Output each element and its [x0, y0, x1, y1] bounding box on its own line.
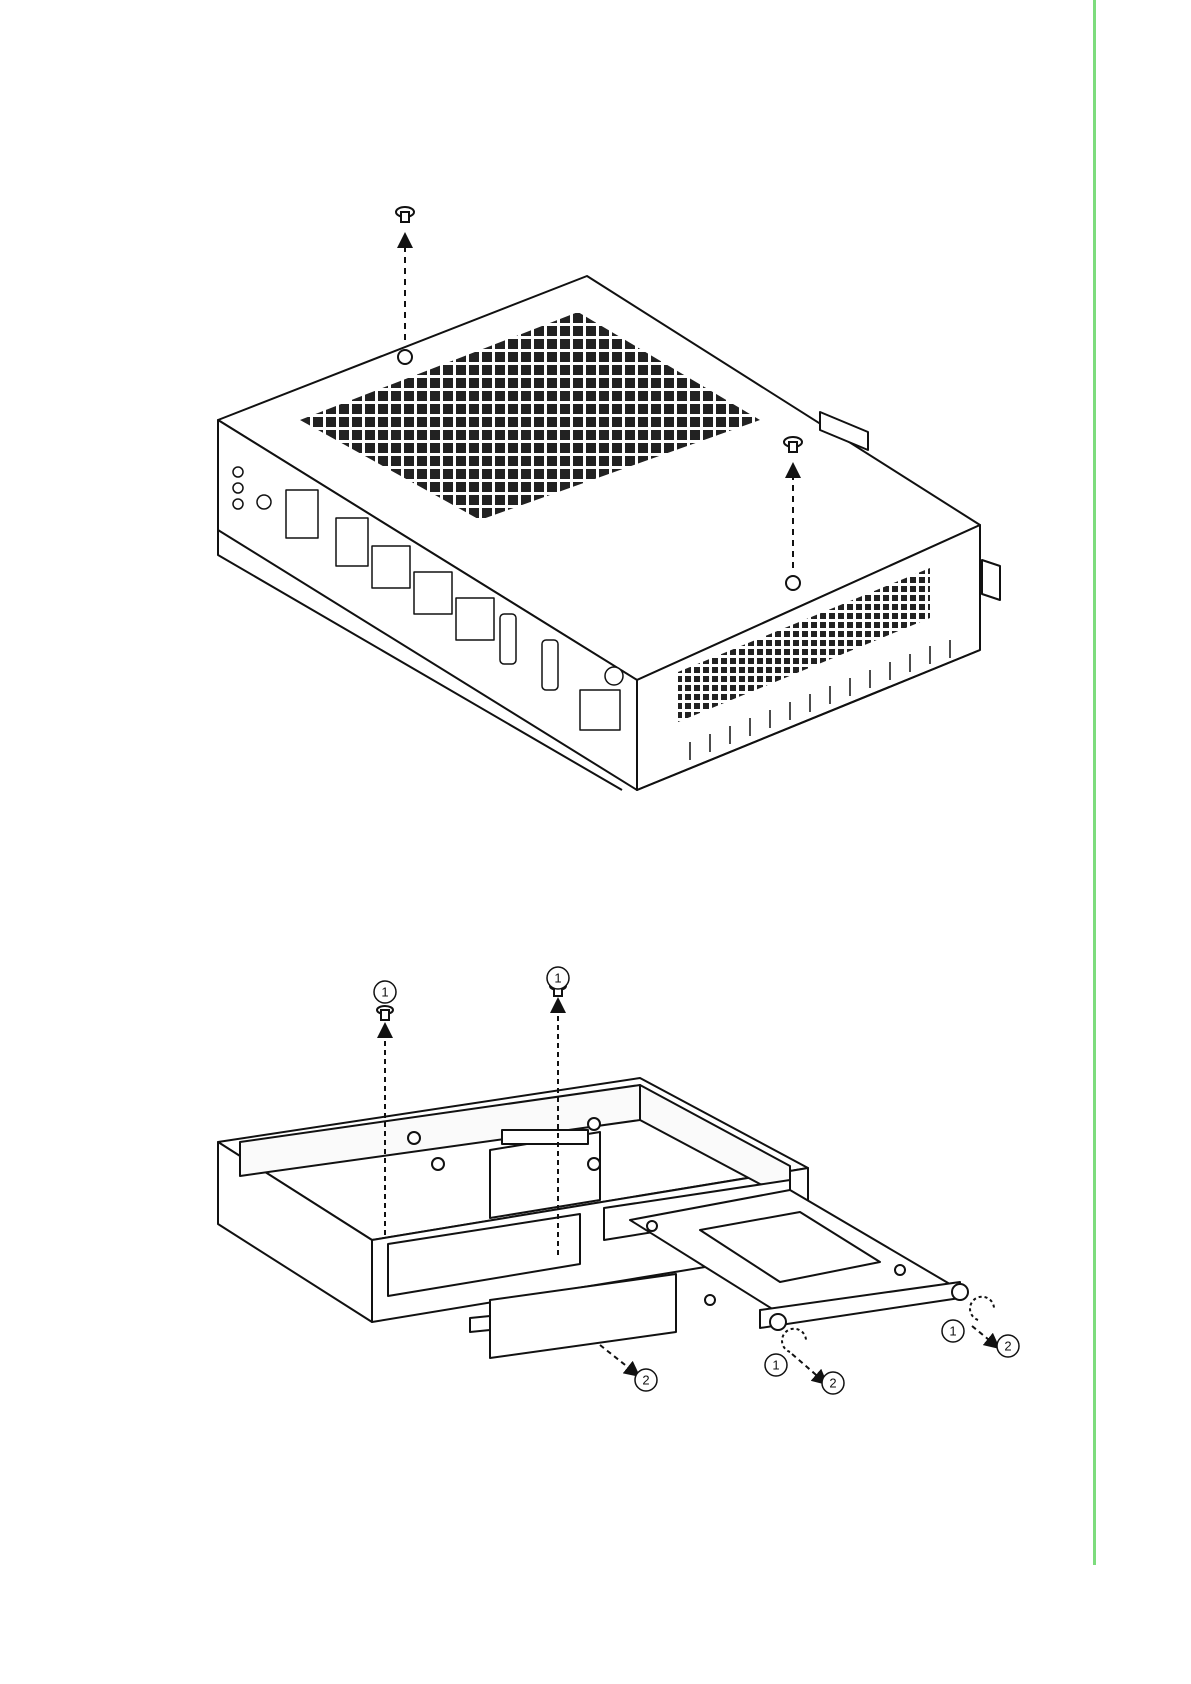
callout-step-2: 2: [997, 1335, 1019, 1357]
svg-text:2: 2: [642, 1373, 649, 1388]
svg-text:1: 1: [772, 1358, 779, 1373]
svg-text:1: 1: [949, 1324, 956, 1339]
svg-text:2: 2: [829, 1376, 836, 1391]
bracket-screws: [377, 982, 566, 1020]
svg-text:1: 1: [554, 971, 561, 986]
callout-step-2: 2: [822, 1372, 844, 1394]
callout-step-2: 2: [635, 1369, 657, 1391]
callout-step-1: 1: [942, 1320, 964, 1342]
callout-step-1: 1: [547, 967, 569, 989]
svg-text:2: 2: [1004, 1339, 1011, 1354]
callout-step-1: 1: [374, 981, 396, 1003]
screw-icon: [377, 1006, 393, 1020]
chassis-closed-figure: [218, 276, 1000, 790]
callout-step-1: 1: [765, 1354, 787, 1376]
svg-text:1: 1: [381, 985, 388, 1000]
screw-icon: [396, 207, 414, 222]
